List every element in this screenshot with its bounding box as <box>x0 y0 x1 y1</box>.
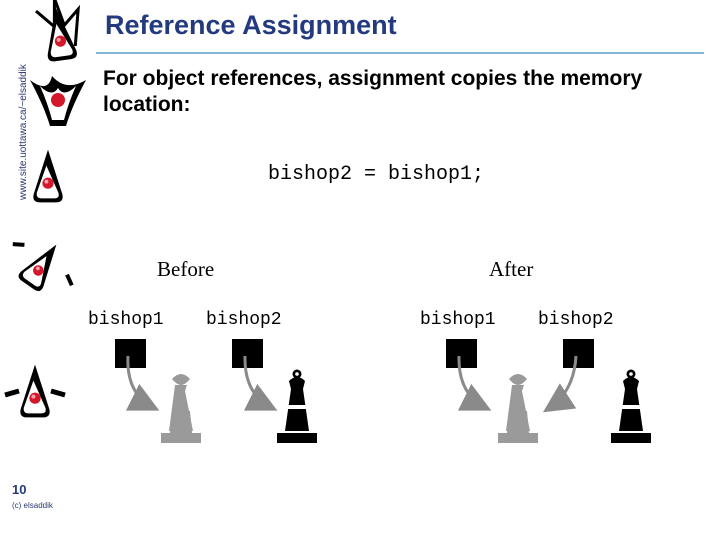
reference-arrow <box>457 355 492 411</box>
before-bishop1-label: bishop1 <box>88 310 164 330</box>
intro-text: For object references, assignment copies… <box>103 67 643 116</box>
reference-box <box>446 339 477 368</box>
reference-arrow <box>125 355 160 411</box>
after-heading: After <box>489 257 534 281</box>
code-statement: bishop2 = bishop1; <box>268 163 485 186</box>
mascot-icon <box>12 236 74 294</box>
reference-box <box>232 339 263 368</box>
mascot-icon <box>30 76 86 126</box>
before-heading: Before <box>157 257 215 281</box>
title-divider <box>96 52 704 54</box>
mascot-column <box>4 0 86 418</box>
black-bishop-icon <box>277 369 317 443</box>
slide-title: Reference Assignment <box>105 10 397 40</box>
black-bishop-icon <box>611 369 651 443</box>
before-bishop2-label: bishop2 <box>206 310 282 330</box>
gray-bishop-icon <box>498 374 538 443</box>
mascot-icon <box>4 364 66 418</box>
gray-bishop-icon <box>161 374 201 443</box>
mascot-icon <box>35 0 81 63</box>
reference-box <box>563 339 594 368</box>
reference-box <box>115 339 146 368</box>
reference-arrow <box>542 355 578 413</box>
after-bishop1-label: bishop1 <box>420 310 496 330</box>
reference-arrow <box>243 355 278 411</box>
page-number: 10 <box>12 482 27 497</box>
after-bishop2-label: bishop2 <box>538 310 614 330</box>
copyright-text: (c) elsaddik <box>12 501 53 510</box>
